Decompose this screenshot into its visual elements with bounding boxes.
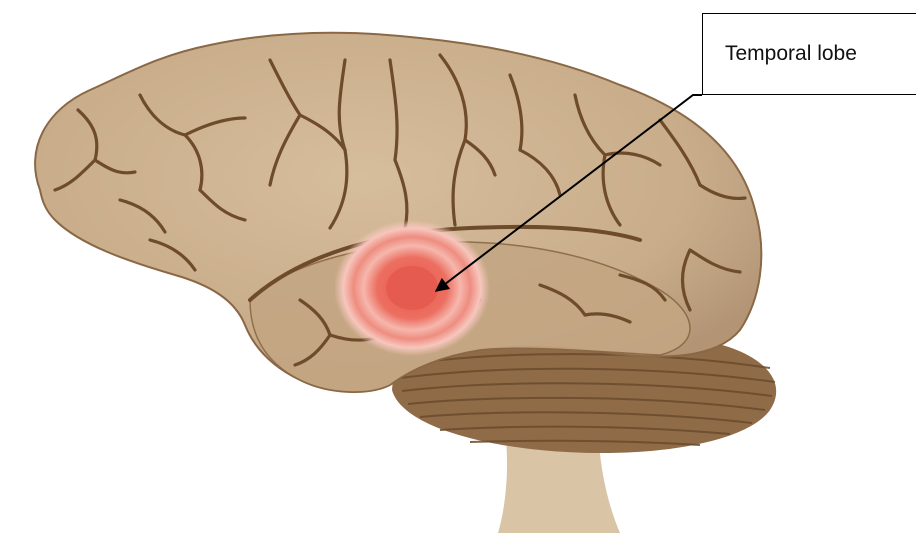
temporal-lobe-label: Temporal lobe: [725, 42, 857, 66]
lesion-core: [386, 266, 438, 310]
label-callout-box: Temporal lobe: [702, 13, 916, 95]
